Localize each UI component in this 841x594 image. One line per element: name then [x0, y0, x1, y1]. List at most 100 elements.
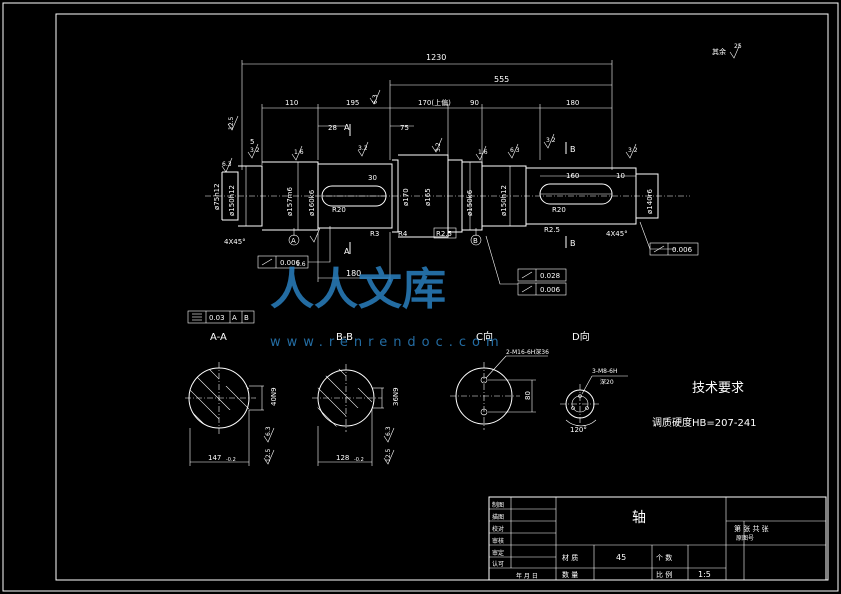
watermark-url: www.renrendoc.com: [270, 335, 505, 350]
tol-value-2: 0.006: [672, 246, 693, 254]
dia-6: ø165: [424, 188, 432, 206]
aa-width: 147: [208, 454, 221, 462]
rough-1: 12.5: [228, 116, 235, 130]
tb-qty-label: 数 量: [562, 570, 578, 579]
dia-2: ø150h12: [228, 185, 236, 216]
dia-3: ø157m6: [286, 187, 294, 216]
tb-material-label: 材 质: [562, 553, 578, 562]
dim-160: 160: [566, 172, 579, 180]
tb-date: 年 月 日: [516, 572, 538, 580]
view-d-note: 3-M8-6H: [592, 368, 617, 375]
tol-value-3: 0.028: [540, 272, 560, 280]
aa-key: 40N9: [270, 387, 278, 406]
datum-b-circle: [470, 234, 482, 246]
dim-5: 5: [250, 138, 254, 146]
view-c-title: C向: [476, 330, 493, 343]
tol-frames: [187, 242, 699, 324]
datum-a: A: [291, 237, 296, 245]
view-d-note2: 深20: [600, 378, 614, 386]
shaft-outline: [221, 154, 659, 238]
tol-value-4: 0.006: [540, 286, 561, 294]
dia-4: ø160k6: [308, 189, 316, 216]
bb-width-tol: -0.2: [354, 457, 364, 463]
tb-scale-value: 1:5: [698, 570, 711, 579]
dimension-lines: [241, 60, 676, 285]
chamfer-right: 4X45°: [606, 230, 628, 238]
tb-sheet-label: 第 张 共 张: [734, 524, 769, 533]
radius-1: R20: [332, 206, 346, 214]
dim-overall: 1230: [426, 53, 446, 62]
radius-2: R3: [370, 230, 379, 238]
view-d: [560, 375, 628, 427]
tech-req-title: 技术要求: [692, 381, 744, 396]
dim-90: 90: [470, 99, 479, 107]
rough-3: 3.2: [250, 147, 260, 154]
rough-12: 3.2: [628, 147, 638, 154]
radius-3: R4: [398, 230, 408, 238]
radius-6: R20: [552, 206, 566, 214]
dim-195: 195: [346, 99, 359, 107]
tb-part-name: 轴: [632, 510, 646, 526]
tech-req-line1: 调质硬度HB=207-241: [652, 416, 757, 429]
radius-5: R2.5: [544, 226, 560, 234]
dia-1: ø75h12: [213, 183, 221, 210]
section-letter-1: A: [344, 123, 350, 132]
title-block: [488, 496, 827, 581]
tb-label-2: 描图: [492, 513, 504, 521]
dim-30: 30: [368, 174, 377, 182]
tb-label-1: 制图: [492, 501, 504, 509]
rough-8: 3.2: [435, 142, 442, 152]
dia-8: ø150h12: [500, 185, 508, 216]
aa-width-tol: -0.2: [226, 457, 236, 463]
rough-15: 6.3: [385, 426, 392, 436]
roughness-symbols: [221, 43, 741, 465]
tb-count-label: 个 数: [656, 553, 672, 562]
tb-label-5: 审定: [492, 549, 504, 557]
view-d-angle: 120°: [570, 426, 587, 434]
rough-9: 1.6: [296, 261, 306, 268]
rough-6: 3.2: [358, 145, 368, 152]
rough-4: 1.6: [294, 149, 304, 156]
tb-label-3: 校对: [492, 525, 504, 533]
rough-16: 12.5: [385, 448, 392, 462]
rough-14: 12.5: [265, 448, 272, 462]
tb-scale-label: 比 例: [656, 570, 672, 579]
dim-170: 170(上偏): [418, 98, 451, 107]
rough-5: 6.3: [372, 94, 379, 104]
bb-width: 128: [336, 454, 349, 462]
watermark-text: 人人文库: [270, 264, 446, 315]
view-c-note: 2-M16-6H深36: [506, 348, 549, 356]
tol-sym-datum-b: B: [244, 314, 249, 322]
tol-sym-value: 0.03: [209, 314, 225, 322]
datum-a-circle: [288, 234, 300, 246]
rough-11: 3.2: [546, 137, 556, 144]
chamfer-left: 4X45°: [224, 238, 246, 246]
rough-7: 1.6: [478, 149, 488, 156]
dim-75: 75: [400, 124, 409, 132]
rough-13: 6.3: [265, 426, 272, 436]
inner-border: [55, 13, 829, 581]
rough-other-value: 25: [734, 43, 742, 50]
tb-label-6: 认可: [492, 560, 504, 568]
view-c: [450, 355, 548, 430]
dim-28: 28: [328, 124, 337, 132]
section-bb-title: B-B: [336, 332, 353, 343]
section-letter-2: A: [344, 247, 350, 256]
bb-key: 36N9: [392, 387, 400, 406]
section-aa-title: A-A: [210, 332, 227, 343]
dia-9: ø140r6: [646, 188, 654, 214]
tol-value-1: 0.006: [280, 259, 301, 267]
dia-5: ø170: [402, 188, 410, 206]
tb-drawing-no: 原图号: [736, 535, 754, 542]
dim-180-top: 180: [566, 99, 579, 107]
dim-555: 555: [494, 75, 509, 84]
section-letter-3: B: [570, 145, 576, 154]
rough-10: 6.3: [510, 147, 520, 154]
dim-10: 10: [616, 172, 625, 180]
rough-2: 6.3: [222, 161, 232, 168]
section-aa: [185, 362, 264, 466]
section-letter-4: B: [570, 239, 576, 248]
view-d-title: D向: [572, 330, 590, 343]
